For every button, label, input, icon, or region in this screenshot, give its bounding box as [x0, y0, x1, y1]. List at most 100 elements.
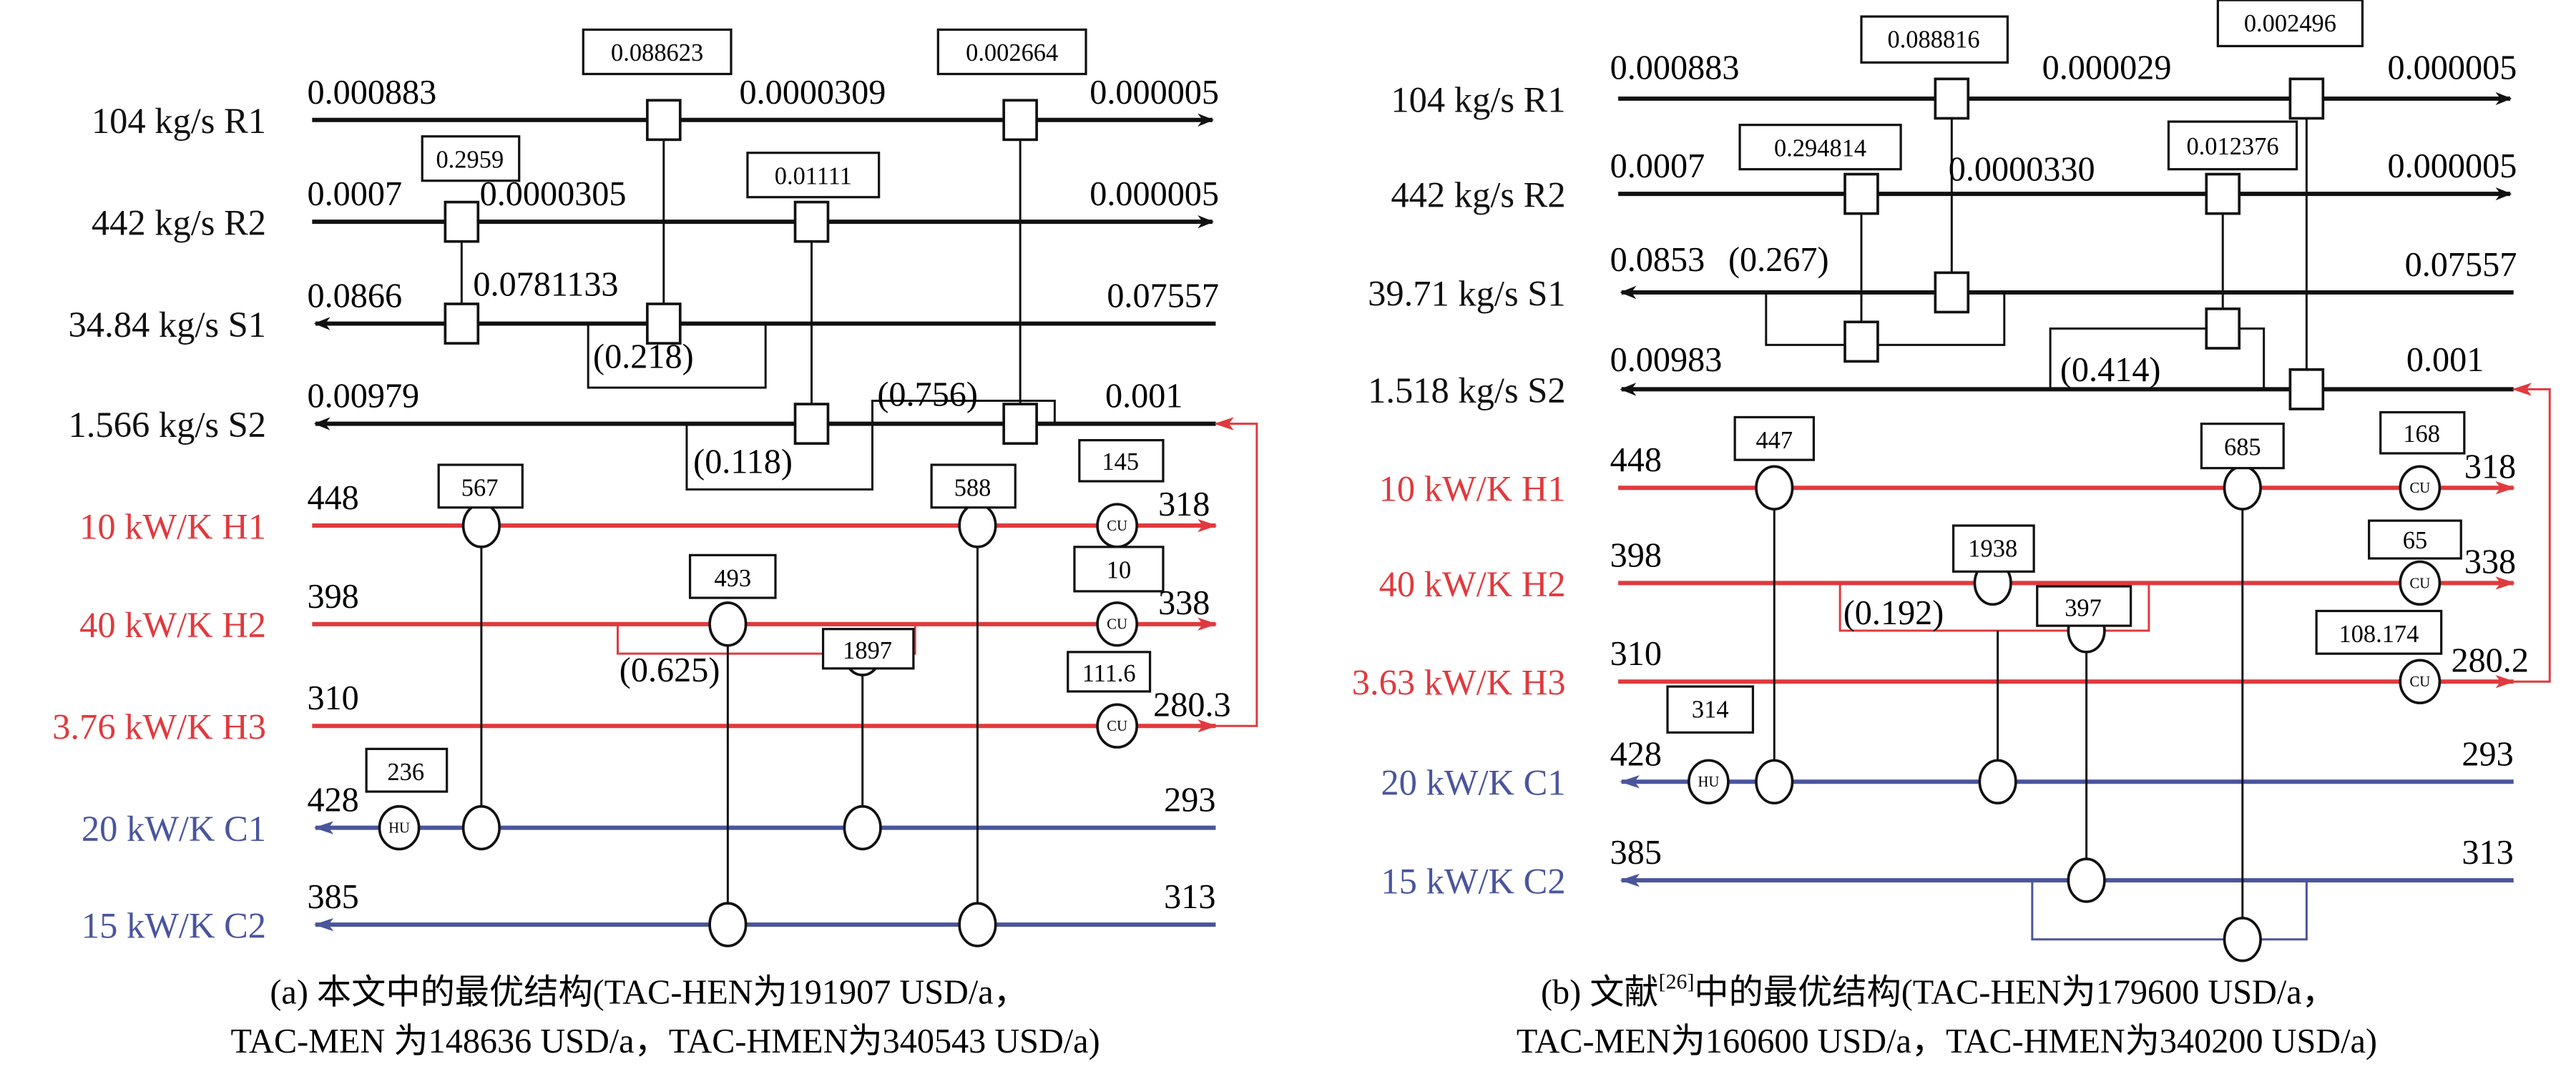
utility-exchangers: CU CU CU HU: [378, 503, 1139, 851]
stream-label-c2: 15 kW/K C2: [1381, 861, 1565, 901]
r1-mid: 0.000029: [2042, 49, 2172, 87]
r1-inlet: 0.000883: [1610, 49, 1740, 87]
match-lines: [460, 119, 1022, 925]
duty-h1-c1: 567: [461, 475, 499, 502]
stream-label-c1: 20 kW/K C1: [1381, 763, 1565, 803]
caption-b-prefix: (b) 文献: [1541, 973, 1659, 1011]
cu-icon: CU: [1107, 617, 1127, 633]
r2-outlet: 0.000005: [2387, 147, 2517, 185]
load-r1-s2: 0.002664: [966, 39, 1058, 66]
duty-h1-c1: 447: [1755, 427, 1793, 454]
s1-mid: 0.0781133: [473, 266, 618, 304]
split-s1: [587, 323, 767, 389]
h3-outlet: 280.2: [2451, 641, 2529, 679]
caption-b-rest: 中的最优结构(TAC-HEN为179600 USD/a，: [1694, 973, 2336, 1011]
r1-outlet: 0.000005: [2387, 49, 2517, 87]
h1-inlet: 448: [1610, 441, 1662, 479]
split-ratio-h2: (0.192): [1843, 594, 1944, 632]
s2-inlet: 0.001: [1105, 378, 1182, 415]
panel-a: 104 kg/s R1 442 kg/s R2 34.84 kg/s S1 1.…: [52, 28, 1258, 1060]
duty-h2-c1: 1938: [1968, 536, 2017, 563]
cu-icon: CU: [1107, 719, 1127, 734]
s1-outlet: 0.0853: [1610, 241, 1705, 279]
cu-icon: CU: [2409, 576, 2430, 591]
match-lines: [1773, 98, 2308, 940]
duty-cu-h1: 145: [1102, 448, 1139, 476]
s1-inlet: 0.07557: [1107, 277, 1219, 315]
r1-mid: 0.0000309: [739, 74, 886, 112]
duty-h1-c2: 588: [954, 475, 991, 502]
caption-b-line1: (b) 文献[26]中的最优结构(TAC-HEN为179600 USD/a，: [1541, 970, 2336, 1012]
duty-cu-h3: 111.6: [1082, 660, 1136, 687]
caption-a-line1: (a) 本文中的最优结构(TAC-HEN为191907 USD/a，: [270, 973, 1028, 1011]
load-r2-s1: 0.2959: [436, 146, 504, 173]
mass-exchangers: [1843, 77, 2325, 410]
s1-outlet: 0.0866: [307, 277, 402, 315]
duty-cu-h3: 108.174: [2339, 621, 2419, 648]
c2-outlet: 385: [1610, 834, 1662, 872]
cu-icon: CU: [2409, 674, 2430, 690]
r1-outlet: 0.000005: [1089, 74, 1219, 112]
panel-b: 104 kg/s R1 442 kg/s R2 39.71 kg/s S1 1.…: [1352, 0, 2551, 1060]
split-h2: [617, 624, 916, 655]
s1-inlet: 0.07557: [2405, 246, 2517, 284]
hu-icon: HU: [1698, 774, 1719, 790]
cu-icon: CU: [2409, 481, 2430, 496]
duty-cu-h2: 10: [1107, 557, 1131, 584]
r1-inlet: 0.000883: [307, 74, 436, 112]
r2-inlet: 0.0007: [307, 175, 402, 213]
stream-label-s2: 1.566 kg/s S2: [69, 405, 266, 445]
duty-hu-c1: 236: [387, 759, 424, 786]
split-ratio-h2: (0.625): [619, 651, 720, 689]
h1-inlet: 448: [307, 479, 358, 517]
split-c2: [2031, 880, 2308, 941]
duty-h2-c2: 397: [2065, 594, 2102, 621]
h3-to-s2-link: [2512, 383, 2551, 683]
h2-inlet: 398: [1610, 536, 1662, 574]
load-r2-s1: 0.294814: [1774, 134, 1866, 162]
stream-label-s1: 34.84 kg/s S1: [69, 305, 266, 345]
stream-label-h1: 10 kW/K H1: [79, 506, 266, 546]
stream-label-h2: 40 kW/K H2: [79, 605, 266, 645]
split-ratio-s1: (0.267): [1728, 241, 1829, 279]
stream-label-r2: 442 kg/s R2: [92, 203, 266, 243]
c2-inlet: 313: [1164, 878, 1215, 916]
cu-icon: CU: [1107, 518, 1127, 534]
split-ratio-s2: (0.414): [2060, 351, 2161, 389]
h3-outlet: 280.3: [1153, 686, 1231, 724]
load-r2-s2: 0.012376: [2186, 133, 2278, 160]
duty-cu-h1: 168: [2403, 420, 2440, 448]
s2-outlet: 0.00983: [1610, 341, 1723, 379]
c2-outlet: 385: [307, 878, 358, 916]
h3-to-s2-link: [1214, 417, 1258, 727]
stream-label-r1: 104 kg/s R1: [1391, 79, 1565, 119]
load-r1-s1: 0.088816: [1887, 26, 1979, 54]
caption-a-line2: TAC-MEN 为148636 USD/a，TAC-HMEN为340543 US…: [231, 1023, 1100, 1060]
h2-outlet: 338: [1158, 584, 1210, 622]
split-s1: [1765, 292, 2006, 346]
h1-outlet: 318: [2464, 448, 2516, 486]
stream-label-r1: 104 kg/s R1: [92, 101, 266, 141]
utility-exchangers: CU CU CU HU: [1688, 465, 2442, 804]
duty-hu-c1: 314: [1692, 696, 1729, 724]
c1-outlet: 428: [307, 782, 358, 819]
mass-exchangers: [444, 99, 1038, 445]
r2-outlet: 0.000005: [1089, 175, 1219, 213]
s2-inlet: 0.001: [2406, 341, 2484, 379]
c1-inlet: 293: [1164, 782, 1215, 819]
split-ratio-s2b: (0.756): [877, 375, 978, 413]
c2-inlet: 313: [2462, 834, 2513, 872]
load-r1-s1: 0.088623: [611, 39, 703, 66]
caption-b-reference[interactable]: [26]: [1659, 970, 1695, 994]
stream-label-s1: 39.71 kg/s S1: [1368, 273, 1565, 313]
duty-h2-c2: 493: [714, 565, 751, 592]
stream-label-h1: 10 kW/K H1: [1379, 469, 1566, 509]
h2-inlet: 398: [307, 578, 358, 616]
h2-outlet: 338: [2464, 543, 2516, 581]
stream-label-h3: 3.63 kW/K H3: [1352, 663, 1566, 703]
c1-outlet: 428: [1610, 735, 1662, 773]
hu-icon: HU: [388, 820, 410, 836]
duty-h1-c2: 685: [2224, 433, 2261, 460]
stream-label-h3: 3.76 kW/K H3: [52, 707, 266, 747]
